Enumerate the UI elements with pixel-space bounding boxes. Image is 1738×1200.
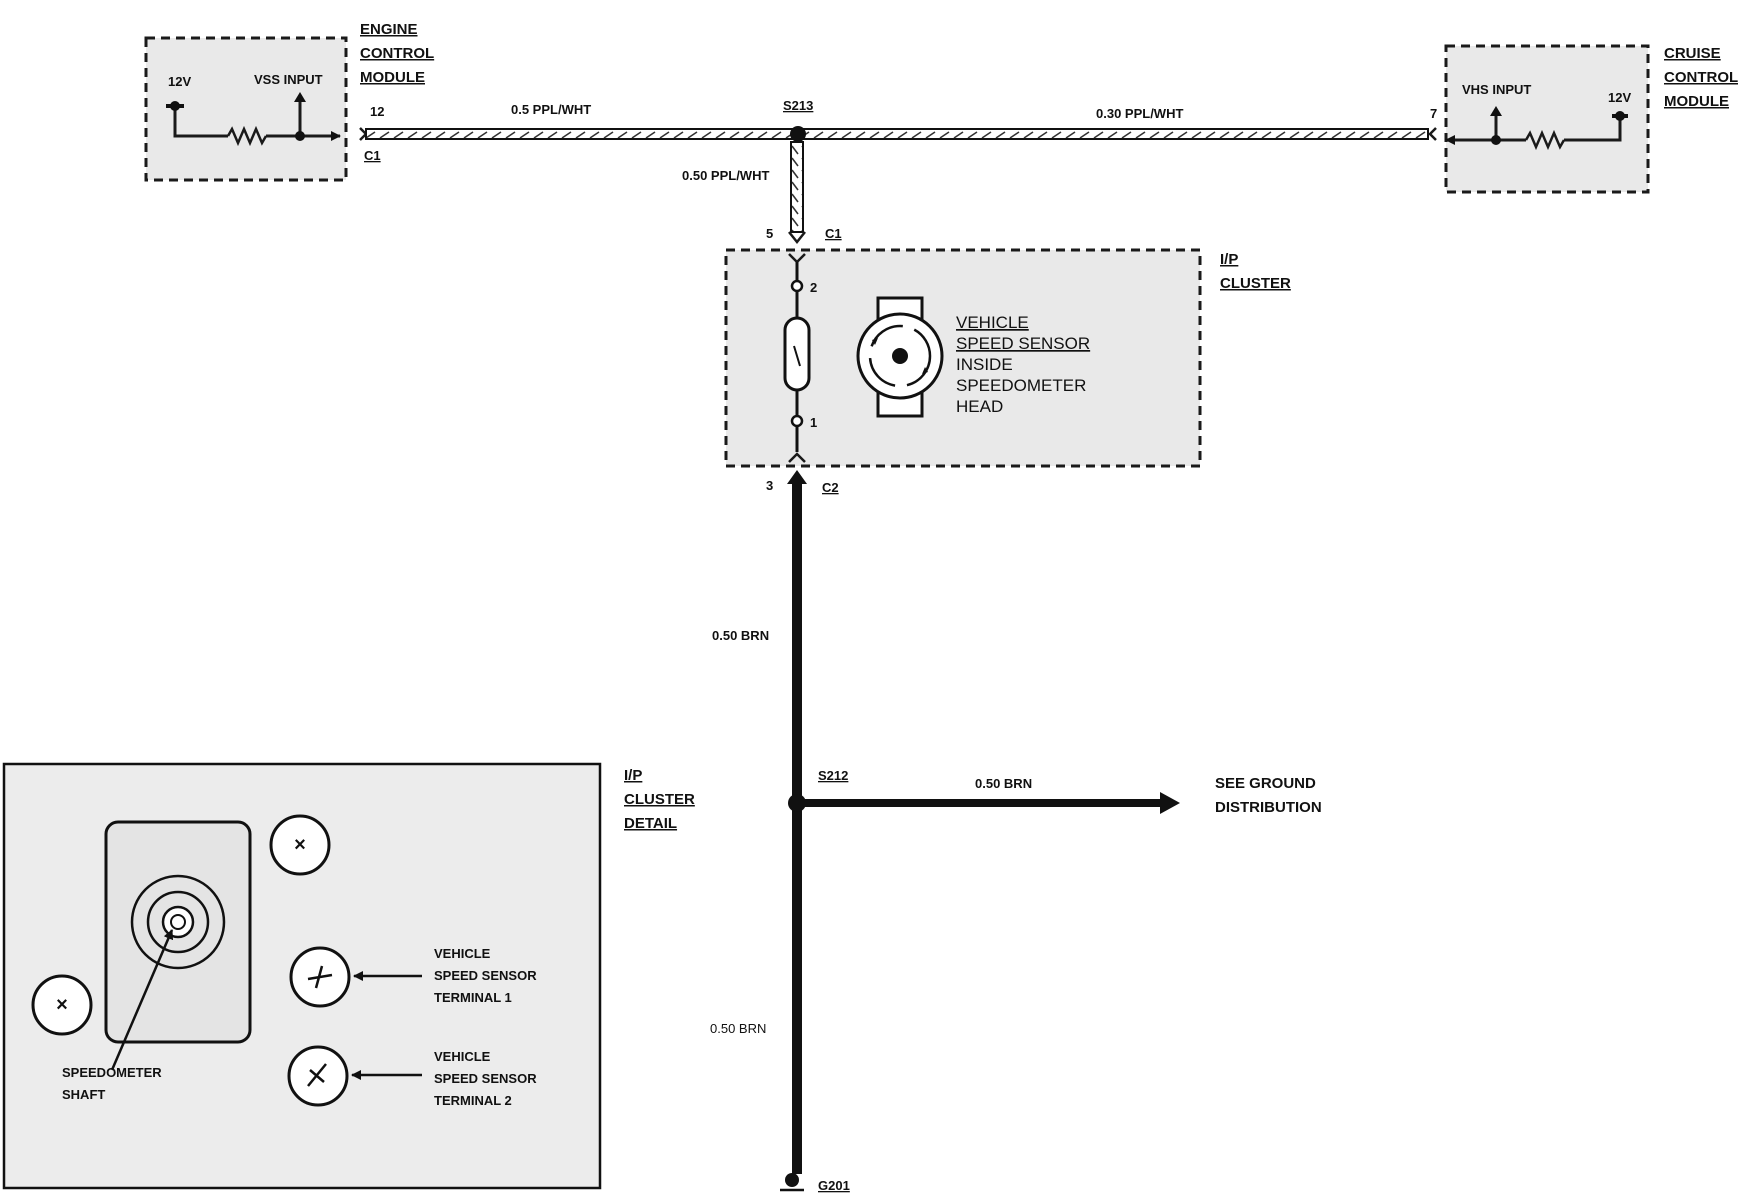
terminal-1-dot: [790, 414, 804, 428]
sensor-desc-line-2: SPEED SENSOR: [956, 334, 1090, 353]
wire-label-cluster-s212: 0.50 BRN: [712, 628, 769, 643]
splice-to-cluster-wire: 0.50 PPL/WHT 5 C1: [682, 141, 842, 245]
ccm-title-line-2: CONTROL: [1664, 69, 1738, 86]
terminal1-label-line-2: SPEED SENSOR: [434, 968, 537, 983]
ccm-pin-number: 7: [1430, 106, 1437, 121]
ecm-vss-input-label: VSS INPUT: [254, 72, 323, 87]
ecm-junction-dot: [295, 131, 305, 141]
sensor-desc-line-1: VEHICLE: [956, 313, 1029, 332]
terminal1-label-line-1: VEHICLE: [434, 946, 491, 961]
detail-title-line-2: CLUSTER: [624, 791, 695, 808]
ground-dist-line-1: SEE GROUND: [1215, 775, 1316, 792]
detail-title-line-3: DETAIL: [624, 815, 677, 832]
detail-title-line-1: I/P: [624, 767, 642, 784]
svg-text:×: ×: [56, 994, 68, 1016]
wire-label-ecm-splice: 0.5 PPL/WHT: [511, 102, 591, 117]
terminal-2-dot: [790, 279, 804, 293]
ccm-connector-icon: [1428, 127, 1437, 141]
sensor-desc-line-4: SPEEDOMETER: [956, 376, 1086, 395]
mounting-screw-icon: [31, 974, 93, 1036]
ground-g201-label: G201: [818, 1178, 850, 1193]
cruise-control-module: CRUISE CONTROL MODULE VHS INPUT 12V 7: [1428, 44, 1738, 194]
cluster-c2-pin: 3: [766, 478, 773, 493]
mounting-screw-icon: [269, 814, 331, 876]
terminal2-label-line-3: TERMINAL 2: [434, 1093, 512, 1108]
engine-control-module: ENGINE CONTROL MODULE 12V VSS INPUT 12 C…: [144, 21, 434, 182]
ccm-12v-label: 12V: [1608, 90, 1631, 105]
splice-s212-label: S212: [818, 768, 848, 783]
ccm-title-line-1: CRUISE: [1664, 45, 1721, 62]
cluster-title-line-1: I/P: [1220, 251, 1238, 268]
wire-label-s212-g201: 0.50 BRN: [710, 1021, 766, 1036]
splice-s213-label: S213: [783, 98, 813, 113]
terminal-1-number: 1: [810, 415, 817, 430]
ccm-vhs-input-label: VHS INPUT: [1462, 82, 1531, 97]
ecm-title-line-2: CONTROL: [360, 45, 434, 62]
cluster-title-line-2: CLUSTER: [1220, 275, 1291, 292]
ecm-pin-number: 12: [370, 104, 384, 119]
cluster-c1-label: C1: [825, 226, 842, 241]
ground-dist-arrow-icon: [1160, 792, 1180, 814]
speed-sensor-icon: [856, 296, 944, 418]
wire-label-splice-ccm: 0.30 PPL/WHT: [1096, 106, 1183, 121]
cluster-c1-pin: 5: [766, 226, 773, 241]
shaft-label-line-2: SHAFT: [62, 1087, 105, 1102]
ground-dist-line-2: DISTRIBUTION: [1215, 799, 1322, 816]
shaft-label-line-1: SPEEDOMETER: [62, 1065, 162, 1080]
wire-label-splice-cluster: 0.50 PPL/WHT: [682, 168, 769, 183]
speedometer-shaft-icon: [161, 905, 195, 939]
sensor-desc-line-5: HEAD: [956, 397, 1003, 416]
ip-cluster-detail: I/P CLUSTER DETAIL SPEEDOMETER SHAFT × ×…: [2, 762, 695, 1190]
svg-text:×: ×: [294, 834, 306, 856]
wire-label-s212-ground-dist: 0.50 BRN: [975, 776, 1032, 791]
ecm-connector-label: C1: [364, 148, 381, 163]
ip-cluster: I/P CLUSTER 2 1 VEHICLE SPEED SENSOR INS…: [724, 248, 1291, 468]
ecm-12v-label: 12V: [168, 74, 191, 89]
ccm-junction-dot: [1491, 135, 1501, 145]
cluster-c2-label: C2: [822, 480, 839, 495]
ecm-title-line-3: MODULE: [360, 69, 425, 86]
terminal-2-number: 2: [810, 280, 817, 295]
ground-g201-icon: [785, 1173, 799, 1187]
ecm-title-line-1: ENGINE: [360, 21, 418, 38]
ground-wire: 3 C2 0.50 BRN S212 0.50 BRN SEE GROUND D…: [710, 470, 1322, 1193]
splice-s213-dot: [790, 126, 806, 142]
ecm-12v-node: [170, 101, 180, 111]
ccm-title-line-3: MODULE: [1664, 93, 1729, 110]
ccm-12v-node: [1615, 111, 1625, 121]
sensor-desc-line-3: INSIDE: [956, 355, 1013, 374]
top-wire: 0.5 PPL/WHT 0.30 PPL/WHT S213: [365, 98, 1429, 142]
terminal1-label-line-3: TERMINAL 1: [434, 990, 512, 1005]
terminal2-label-line-1: VEHICLE: [434, 1049, 491, 1064]
terminal2-label-line-2: SPEED SENSOR: [434, 1071, 537, 1086]
